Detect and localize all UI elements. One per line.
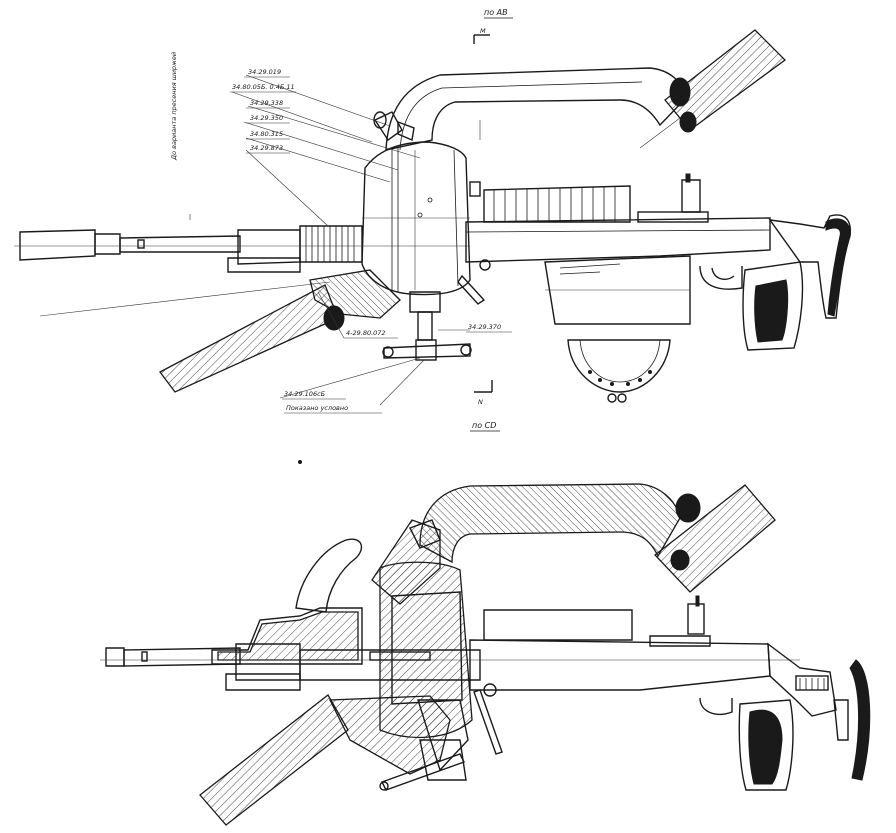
callout-10: Показано условно bbox=[286, 404, 348, 412]
mount-band-lower bbox=[159, 284, 339, 393]
vertical-note: До варианта пресения ширжей bbox=[170, 52, 178, 161]
section-marker-bottom: N bbox=[474, 380, 493, 406]
callout-4: 34.29.350 bbox=[250, 114, 283, 122]
callout-1: 34.29.019 bbox=[248, 68, 281, 76]
mount-band-lower-section bbox=[199, 694, 349, 826]
barrel-top bbox=[14, 225, 470, 273]
front-guard bbox=[295, 538, 363, 613]
svg-text:M: M bbox=[480, 27, 486, 35]
clamp-screw-top bbox=[373, 111, 415, 141]
receiver-section bbox=[328, 595, 771, 775]
callout-6: 34.29.873 bbox=[250, 144, 283, 152]
lower-clamp bbox=[382, 291, 472, 361]
mount-yoke-top bbox=[385, 67, 687, 151]
section-label-bottom: по CD bbox=[472, 421, 496, 430]
stock-section bbox=[767, 642, 837, 717]
callout-2: 34.80.05Б. 0.4Б.11 bbox=[232, 83, 295, 91]
callout-9: 34.29.106сБ bbox=[284, 390, 326, 398]
pistol-grip-top bbox=[742, 261, 804, 351]
threads bbox=[305, 226, 355, 262]
mount-band-upper-section bbox=[654, 484, 776, 593]
bottom-view bbox=[100, 460, 871, 826]
barrel-section bbox=[100, 643, 800, 691]
top-view: по АВ M До варианта пресения ширжей bbox=[14, 8, 852, 432]
receiver-top bbox=[465, 173, 771, 325]
pad-upper bbox=[669, 77, 691, 107]
drum-magazine bbox=[493, 187, 616, 222]
protractor bbox=[567, 339, 671, 403]
svg-text:N: N bbox=[478, 398, 483, 406]
mount-yoke-section bbox=[419, 483, 681, 564]
callout-8: 34.29.370 bbox=[468, 323, 501, 331]
callout-leaders bbox=[230, 74, 512, 414]
lower-yoke-hatch bbox=[309, 269, 401, 319]
section-marker-top: M bbox=[473, 27, 490, 44]
ball-mount bbox=[361, 141, 471, 296]
callout-7: 4-29.80.072 bbox=[346, 329, 386, 337]
lower-handle-section bbox=[379, 739, 467, 791]
section-label-top: по АВ bbox=[484, 8, 508, 17]
pistol-grip-section bbox=[738, 699, 794, 791]
callout-5: 34.80.315 bbox=[250, 130, 283, 138]
callout-3: 34.29.338 bbox=[250, 99, 283, 107]
